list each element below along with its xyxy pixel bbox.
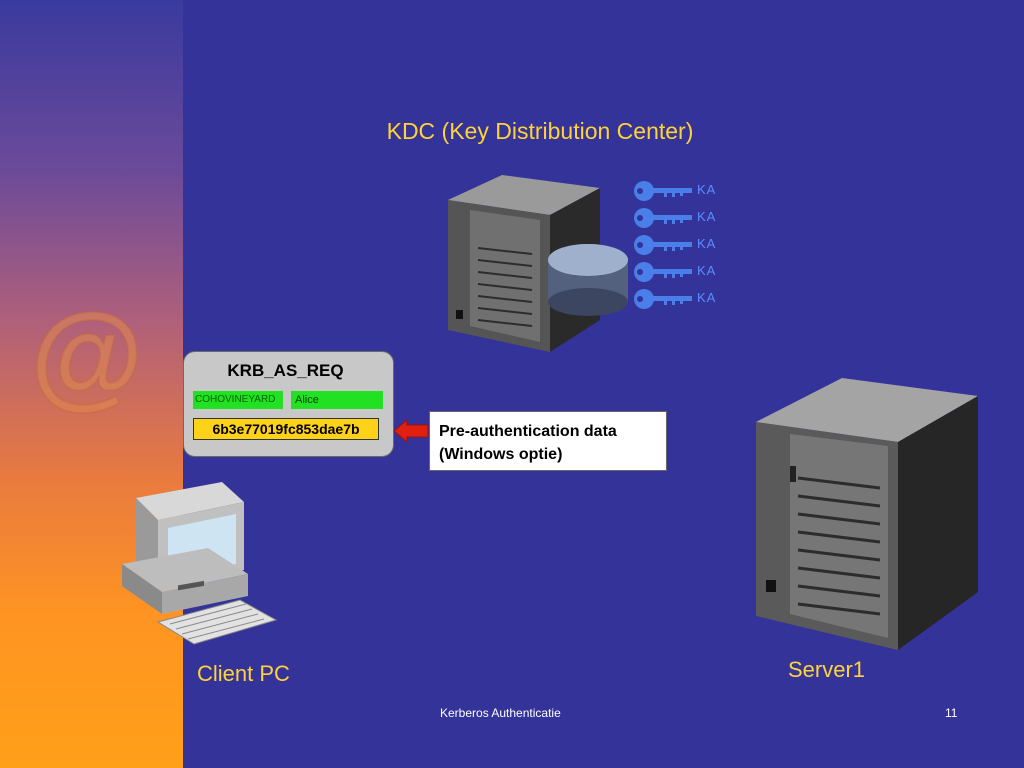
key-label: KA bbox=[697, 290, 717, 305]
at-sign-icon: @ bbox=[29, 300, 144, 418]
callout-line-1: Pre-authentication data bbox=[439, 423, 617, 440]
realm-field: COHOVINEYARD bbox=[193, 391, 283, 409]
key-item: KA bbox=[634, 205, 734, 232]
key-item: KA bbox=[634, 259, 734, 286]
footer-text: Kerberos Authenticatie bbox=[440, 706, 561, 720]
computer-icon bbox=[122, 482, 278, 645]
key-icon bbox=[634, 208, 692, 228]
kdc-title: KDC (Key Distribution Center) bbox=[386, 118, 694, 144]
krb-as-req-panel: KRB_AS_REQ COHOVINEYARD Alice 6b3e77019f… bbox=[183, 351, 394, 457]
pre-auth-callout: Pre-authentication data (Windows optie) bbox=[429, 411, 667, 471]
key-label: KA bbox=[697, 209, 717, 224]
user-field: Alice bbox=[291, 391, 383, 409]
page-number: 11 bbox=[945, 706, 958, 720]
key-item: KA bbox=[634, 178, 734, 205]
arrow-left-icon bbox=[393, 419, 429, 443]
client-pc-label: Client PC bbox=[197, 661, 290, 686]
key-icon bbox=[634, 262, 692, 282]
svg-text:@: @ bbox=[30, 300, 143, 418]
req-title: KRB_AS_REQ bbox=[227, 361, 344, 380]
callout-line-2: (Windows optie) bbox=[439, 446, 563, 463]
key-list: KA KA KA KA bbox=[634, 178, 734, 313]
server-icon bbox=[756, 378, 978, 650]
database-icon bbox=[548, 244, 549, 245]
key-label: KA bbox=[697, 236, 717, 251]
key-icon bbox=[634, 181, 692, 201]
key-label: KA bbox=[697, 263, 717, 278]
sidebar-gradient: @ bbox=[0, 0, 183, 768]
kdc-server-icon bbox=[448, 175, 628, 352]
key-item: KA bbox=[634, 286, 734, 313]
hash-field: 6b3e77019fc853dae7b bbox=[193, 418, 379, 440]
key-item: KA bbox=[634, 232, 734, 259]
key-label: KA bbox=[697, 182, 717, 197]
key-icon bbox=[634, 235, 692, 255]
key-icon bbox=[634, 289, 692, 309]
server1-label: Server1 bbox=[788, 657, 866, 682]
